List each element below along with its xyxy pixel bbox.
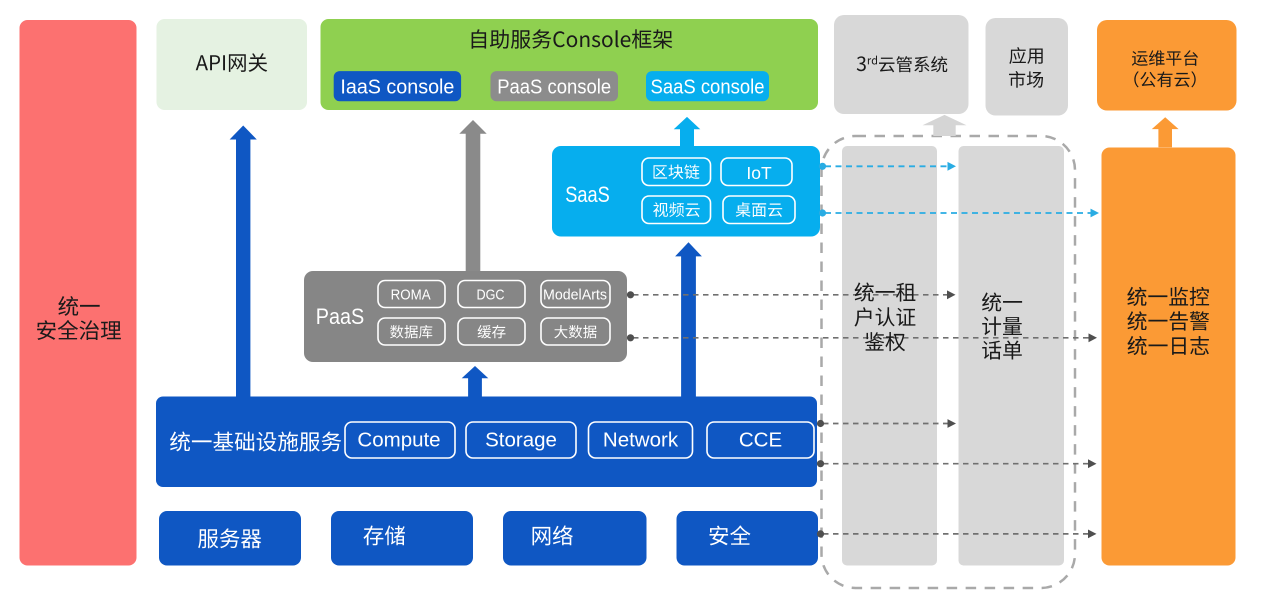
svg-text:ROMA: ROMA [391, 286, 431, 303]
svg-text:PaaS console: PaaS console [497, 75, 611, 98]
svg-text:IoT: IoT [746, 163, 772, 183]
svg-text:ModelArts: ModelArts [543, 286, 607, 303]
svg-text:Network: Network [603, 428, 679, 451]
svg-text:SaaS console: SaaS console [651, 75, 765, 98]
svg-text:Storage: Storage [485, 428, 557, 451]
svg-text:IaaS console: IaaS console [340, 75, 454, 98]
svg-text:CCE: CCE [739, 428, 782, 451]
svg-text:PaaS: PaaS [316, 304, 365, 329]
svg-text:DGC: DGC [477, 286, 505, 303]
svg-text:Compute: Compute [357, 428, 440, 451]
svg-text:SaaS: SaaS [565, 182, 610, 207]
